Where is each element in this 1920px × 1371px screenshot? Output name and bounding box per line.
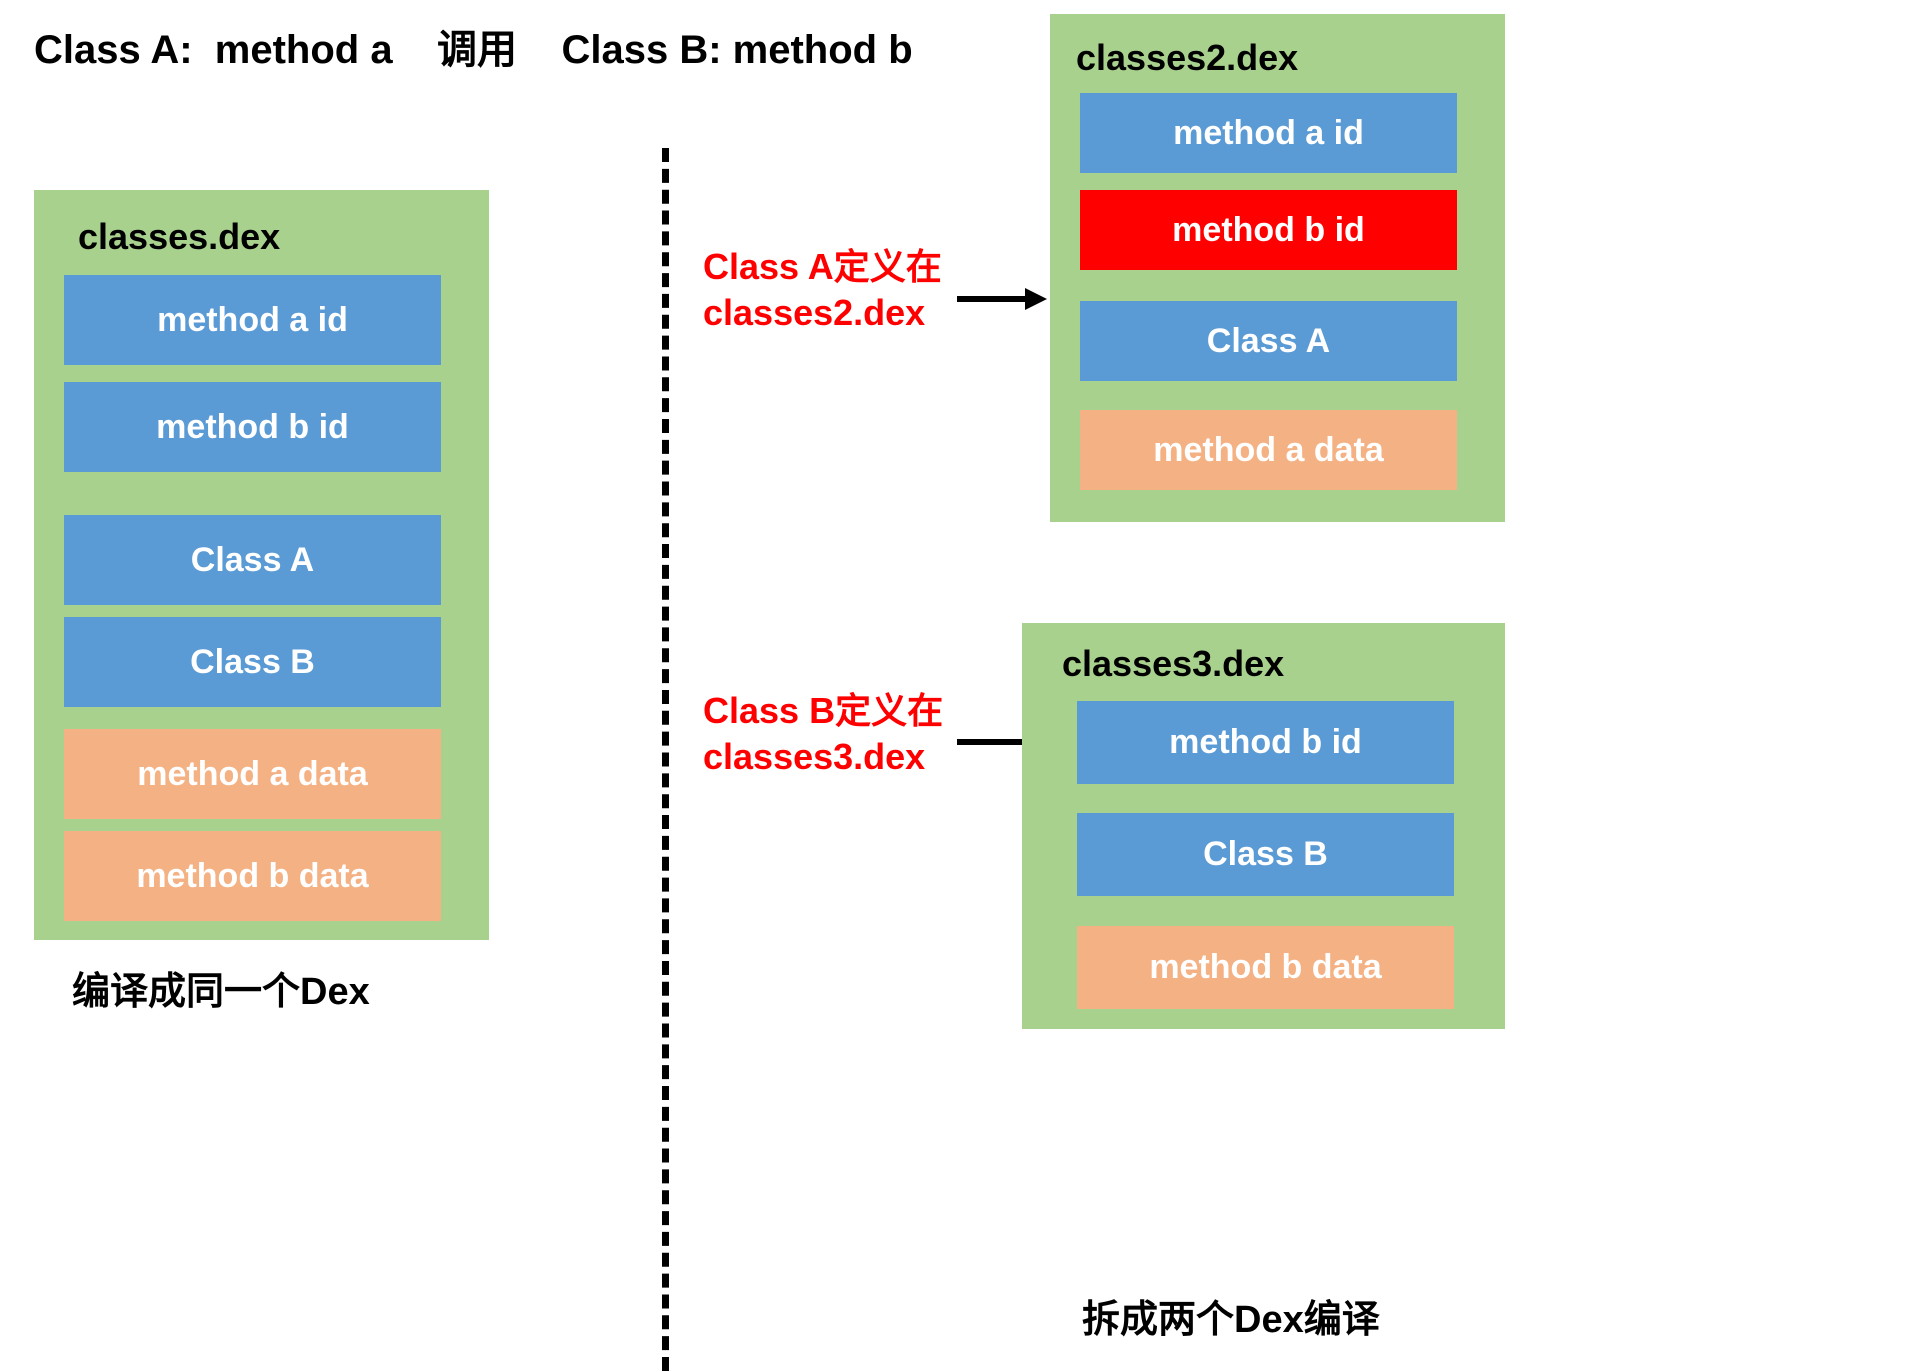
- classes-row-method-b-id: method b id: [64, 382, 441, 472]
- classes2-row-method-a-id: method a id: [1080, 93, 1457, 173]
- classes2-row-method-b-id: method b id: [1080, 190, 1457, 270]
- arrow-shaft: [957, 739, 1027, 745]
- classes-row-method-a-id: method a id: [64, 275, 441, 365]
- left-caption: 编译成同一个Dex: [72, 971, 370, 1013]
- page-title: Class A: method a 调用 Class B: method b: [34, 28, 913, 72]
- arrow-shaft: [957, 296, 1027, 302]
- class-b-annotation-line2: classes3.dex: [703, 736, 926, 778]
- class-a-annotation-line2: classes2.dex: [703, 292, 926, 334]
- classes-row-class-b: Class B: [64, 617, 441, 707]
- classes2-dex-title: classes2.dex: [1076, 37, 1299, 78]
- arrow-to-classes2-icon: [957, 288, 1047, 310]
- classes3-dex-panel: classes3.dex method b id Class B method …: [1022, 623, 1505, 1029]
- class-b-annotation: Class B定义在 classes3.dex: [703, 688, 943, 780]
- classes3-row-method-b-data: method b data: [1077, 926, 1454, 1009]
- classes-dex-panel: classes.dex method a id method b id Clas…: [34, 190, 489, 940]
- right-caption: 拆成两个Dex编译: [1082, 1299, 1380, 1341]
- classes-row-method-b-data: method b data: [64, 831, 441, 921]
- arrow-head: [1025, 288, 1047, 310]
- classes-row-class-a: Class A: [64, 515, 441, 605]
- classes-dex-title: classes.dex: [78, 216, 281, 257]
- classes2-row-class-a: Class A: [1080, 301, 1457, 381]
- classes2-dex-panel: classes2.dex method a id method b id Cla…: [1050, 14, 1505, 522]
- class-b-annotation-line1: Class B定义在: [703, 690, 944, 731]
- classes3-row-method-b-id: method b id: [1077, 701, 1454, 784]
- classes3-dex-title: classes3.dex: [1062, 643, 1285, 684]
- classes3-row-class-b: Class B: [1077, 813, 1454, 896]
- vertical-dashed-divider: [662, 148, 669, 1371]
- class-a-annotation-line1: Class A定义在: [703, 246, 942, 287]
- class-a-annotation: Class A定义在 classes2.dex: [703, 244, 942, 336]
- classes2-row-method-a-data: method a data: [1080, 410, 1457, 490]
- classes-row-method-a-data: method a data: [64, 729, 441, 819]
